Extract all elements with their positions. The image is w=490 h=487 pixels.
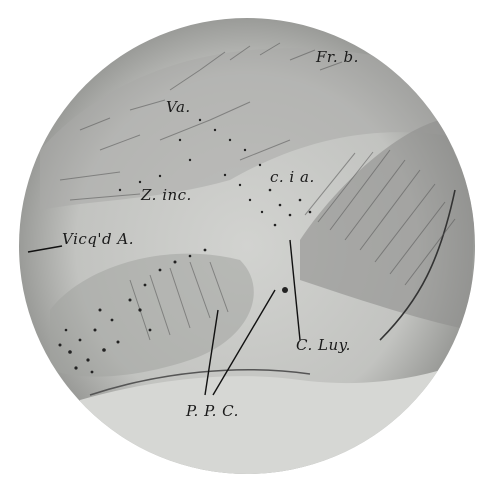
label-va: Va. [166,98,191,116]
label-c-ia: c. i a. [270,168,315,186]
label-vicq-d-a: Vicq'd A. [62,230,134,248]
label-ppc: P. P. C. [186,402,239,420]
label-c-luy: C. Luy. [296,336,351,354]
label-fr-b: Fr. b. [316,48,359,66]
label-z-inc: Z. inc. [141,186,192,204]
